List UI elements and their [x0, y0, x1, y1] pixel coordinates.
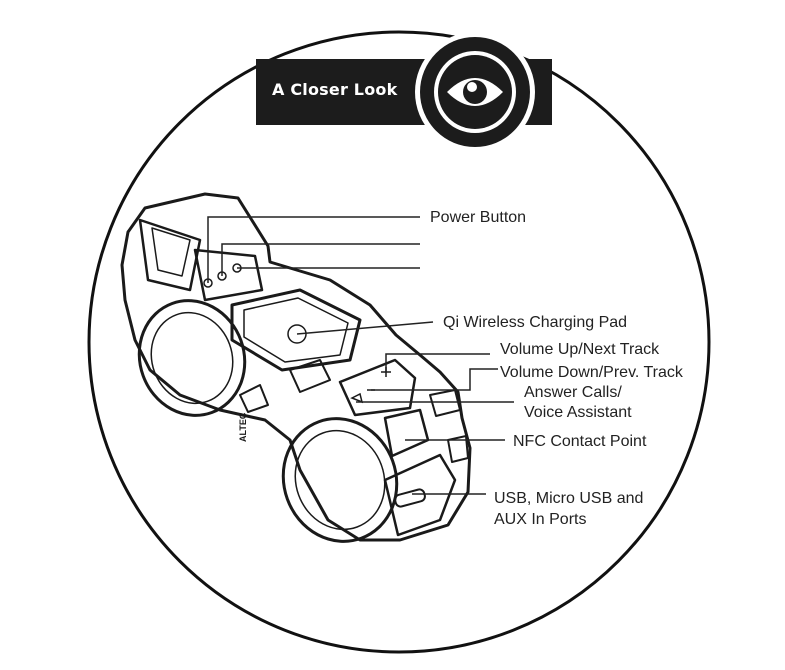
brand-mark: ALTEC	[238, 412, 248, 442]
label-power-button: Power Button	[430, 208, 526, 227]
header-title: A Closer Look	[272, 80, 397, 99]
label-qi-pad: Qi Wireless Charging Pad	[443, 313, 627, 332]
label-nfc: NFC Contact Point	[513, 432, 646, 451]
label-ports: USB, Micro USB and AUX In Ports	[494, 488, 643, 530]
label-vol-up: Volume Up/Next Track	[500, 340, 659, 359]
speaker-illustration	[122, 194, 470, 557]
label-answer: Answer Calls/ Voice Assistant	[524, 383, 632, 423]
label-vol-down: Volume Down/Prev. Track	[500, 363, 683, 382]
